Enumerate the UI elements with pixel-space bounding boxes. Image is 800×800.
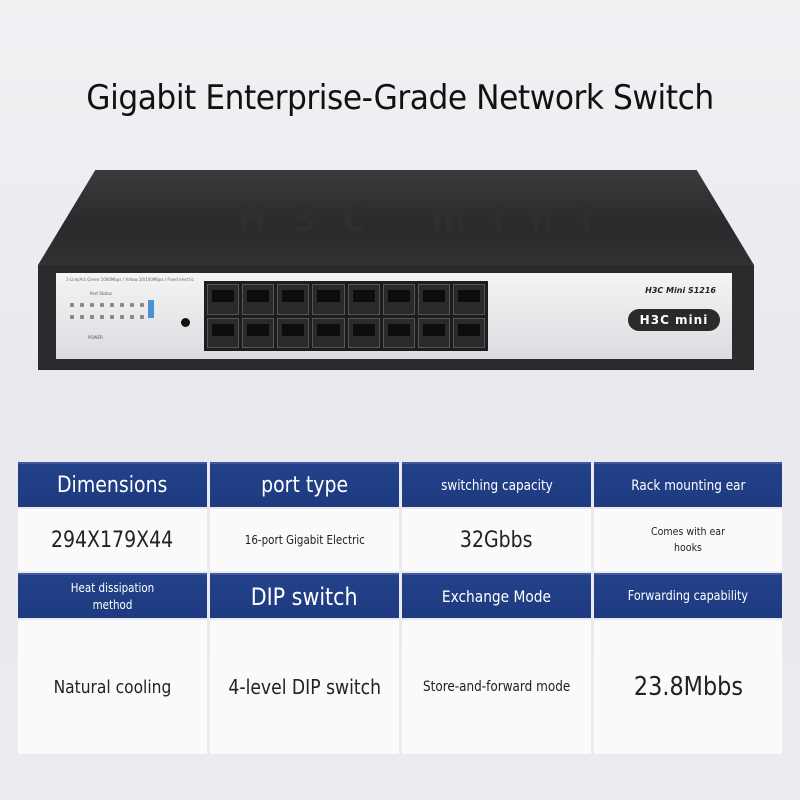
ethernet-port-block [204,281,488,351]
blue-led-indicator [148,300,154,318]
spec-label-forwarding-capability: Forwarding capability [594,573,782,618]
faceplate-spec-strip: 1-Link/Act Green:1000Mbps / Yellow:10/10… [66,277,194,282]
spec-table: Dimensions port type switching capacity … [18,462,782,754]
ethernet-port-icon [242,284,275,315]
led-icon [110,303,114,307]
ethernet-port-icon [207,284,240,315]
ethernet-port-icon [277,317,310,348]
spec-value-dip-switch: 4-level DIP switch [210,620,399,754]
switch-faceplate: 1-Link/Act Green:1000Mbps / Yellow:10/10… [56,273,732,359]
led-icon [110,315,114,319]
led-row-bottom [70,315,144,319]
ethernet-port-icon [382,284,415,315]
switch-front-panel: 1-Link/Act Green:1000Mbps / Yellow:10/10… [38,265,754,370]
page-title: Gigabit Enterprise-Grade Network Switch [86,78,714,118]
spec-label-switching-capacity: switching capacity [402,462,591,507]
spec-value-port-type: 16-port Gigabit Electric [210,509,399,571]
ethernet-port-icon [312,317,345,348]
led-icon [120,315,124,319]
ethernet-port-icon [347,284,380,315]
brand-badge: H3C mini [628,309,720,331]
spec-value-forwarding-capability: 23.8Mbbs [594,620,782,754]
ethernet-port-icon [417,284,450,315]
power-label: POWER [88,335,103,340]
led-icon [70,315,74,319]
led-panel-title: Port Status [90,291,112,296]
ethernet-port-icon [452,284,485,315]
dip-switch-button [181,318,190,327]
led-icon [70,303,74,307]
ethernet-port-icon [417,317,450,348]
ethernet-port-icon [347,317,380,348]
ethernet-port-icon [242,317,275,348]
spec-label-exchange-mode: Exchange Mode [402,573,591,618]
spec-value-switching-capacity: 32Gbbs [402,509,591,571]
led-icon [100,315,104,319]
ethernet-port-icon [277,284,310,315]
spec-value-rack-mounting-ear: Comes with ear hooks [594,509,782,571]
spec-label-heat-dissipation: Heat dissipation method [18,573,207,618]
led-icon [90,315,94,319]
led-icon [130,303,134,307]
led-icon [80,315,84,319]
led-icon [140,303,144,307]
spec-label-dimensions: Dimensions [18,462,207,507]
led-row-top [70,303,144,307]
switch-top-cover: H3C mini [38,170,754,265]
led-icon [90,303,94,307]
ethernet-port-icon [452,317,485,348]
spec-label-rack-mounting-ear: Rack mounting ear [594,462,782,507]
ethernet-port-icon [312,284,345,315]
led-icon [140,315,144,319]
spec-value-heat-dissipation: Natural cooling [18,620,207,754]
spec-label-port-type: port type [210,462,399,507]
led-icon [130,315,134,319]
model-label: H3C Mini S1216 [645,286,716,295]
led-icon [100,303,104,307]
spec-label-dip-switch: DIP switch [210,573,399,618]
led-indicator-area: Port Status [70,291,190,351]
spec-value-dimensions: 294X179X44 [18,509,207,571]
ethernet-port-icon [207,317,240,348]
ethernet-port-icon [382,317,415,348]
spec-value-exchange-mode: Store-and-forward mode [402,620,591,754]
network-switch-image: H3C mini 1-Link/Act Green:1000Mbps / Yel… [38,170,754,370]
led-icon [80,303,84,307]
led-icon [120,303,124,307]
switch-top-logo: H3C mini [238,200,618,240]
